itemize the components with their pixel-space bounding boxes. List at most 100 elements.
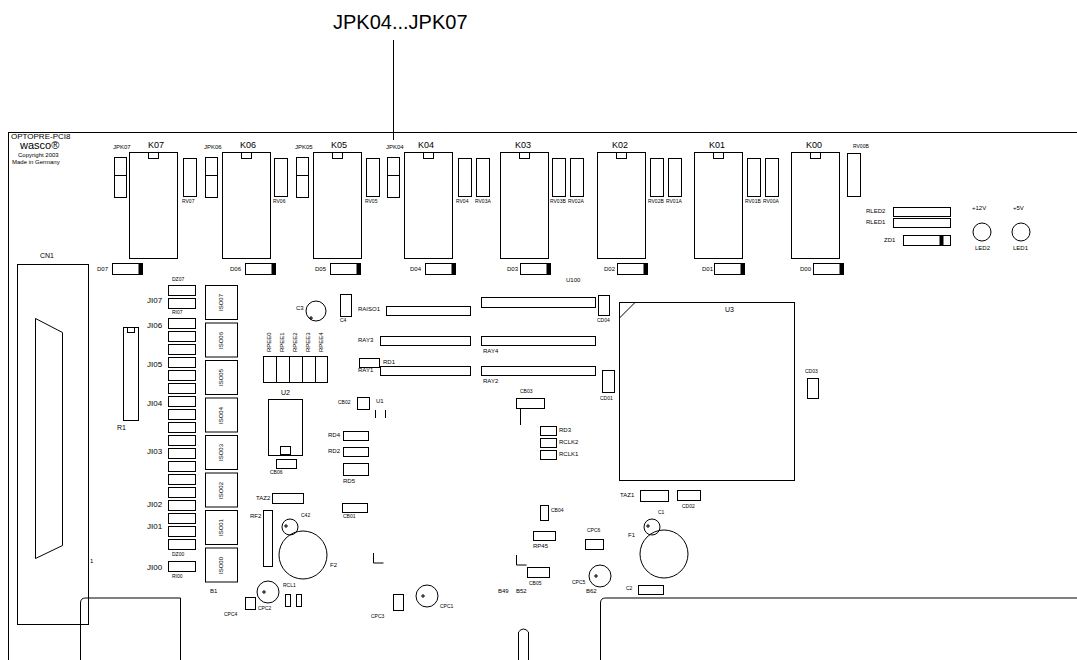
silkscreen-label: C3 bbox=[296, 305, 304, 311]
silkscreen-label: CPC3 bbox=[371, 614, 384, 619]
silkscreen-label: CB06 bbox=[270, 470, 283, 475]
silkscreen-label: CPC4 bbox=[224, 612, 237, 617]
silkscreen-label: C2 bbox=[626, 586, 632, 591]
silkscreen-label: K02 bbox=[612, 141, 628, 150]
silkscreen-label: Copyright 2003 bbox=[18, 152, 59, 158]
silkscreen-label: RF2 bbox=[250, 513, 261, 519]
silkscreen-label: RV05 bbox=[365, 199, 377, 204]
silkscreen-label: CPC5 bbox=[572, 580, 585, 585]
silkscreen-label: RD1 bbox=[383, 359, 395, 365]
silkscreen-label: U2 bbox=[281, 389, 290, 396]
silkscreen-label: CPC6 bbox=[587, 528, 600, 533]
silkscreen-label: RD4 bbox=[328, 432, 340, 438]
silkscreen-label: B62 bbox=[586, 588, 597, 594]
silkscreen-label: CB01 bbox=[343, 514, 356, 519]
silkscreen-label: TAZ1 bbox=[620, 492, 634, 498]
silkscreen-label: K03 bbox=[515, 141, 531, 150]
silkscreen-label: D04 bbox=[410, 266, 421, 272]
silkscreen-label: B49 bbox=[498, 588, 509, 594]
silkscreen-label: JPK05 bbox=[295, 144, 313, 150]
silkscreen-label: ISO00 bbox=[218, 557, 224, 574]
silkscreen-label: CPC1 bbox=[440, 604, 453, 609]
silkscreen-label: RV02A bbox=[568, 199, 584, 204]
silkscreen-label: ISO06 bbox=[218, 332, 224, 349]
silkscreen-label: B52 bbox=[516, 588, 527, 594]
silkscreen-label: +12V bbox=[972, 205, 986, 211]
silkscreen-label: RCL1 bbox=[283, 583, 296, 588]
silkscreen-label: RPEE3 bbox=[305, 332, 311, 352]
silkscreen-label: DZ07 bbox=[172, 277, 184, 282]
silkscreen-label: wasco® bbox=[20, 140, 59, 151]
silkscreen-label: RAY4 bbox=[483, 348, 498, 354]
silkscreen-label: LED1 bbox=[1013, 245, 1028, 251]
silkscreen-label: 1 bbox=[90, 558, 93, 564]
silkscreen-label: JI07 bbox=[147, 297, 162, 305]
silkscreen-label: CPC2 bbox=[258, 606, 271, 611]
silkscreen-label: RV00B bbox=[853, 144, 869, 149]
silkscreen-label: JI02 bbox=[147, 501, 162, 509]
silkscreen-label: JI04 bbox=[147, 400, 162, 408]
silkscreen-label: K00 bbox=[806, 141, 822, 150]
silkscreen-label: B1 bbox=[210, 588, 217, 594]
silkscreen-label: K01 bbox=[709, 141, 725, 150]
silkscreen-label: R1 bbox=[117, 424, 126, 431]
silkscreen-label: K07 bbox=[148, 141, 164, 150]
silkscreen-label: RPEE2 bbox=[292, 332, 298, 352]
silkscreen-label: RD3 bbox=[559, 427, 571, 433]
silkscreen-label: RLED2 bbox=[866, 208, 885, 214]
silkscreen-label: CD03 bbox=[805, 369, 818, 374]
silkscreen-label: ZD1 bbox=[884, 237, 895, 243]
silkscreen-label: RAISO1 bbox=[358, 306, 380, 312]
silkscreen-label: JI00 bbox=[147, 564, 162, 572]
silkscreen-label: ISO01 bbox=[218, 519, 224, 536]
silkscreen-label: RI07 bbox=[172, 310, 183, 315]
silkscreen-label: RV00A bbox=[763, 199, 779, 204]
silkscreen-label: RV01B bbox=[745, 199, 761, 204]
silkscreen-label: JI01 bbox=[147, 523, 162, 531]
silkscreen-label: RAY1 bbox=[358, 367, 373, 373]
silkscreen-label: F1 bbox=[628, 532, 635, 538]
silkscreen-label: RV02B bbox=[648, 199, 664, 204]
silkscreen-label: RD5 bbox=[343, 478, 355, 484]
silkscreen-label: U3 bbox=[725, 306, 734, 313]
silkscreen-label: JPK04 bbox=[386, 144, 404, 150]
silkscreen-label: RPEE4 bbox=[318, 332, 324, 352]
silkscreen-label: K04 bbox=[418, 141, 434, 150]
silkscreen-label: CD01 bbox=[600, 396, 613, 401]
silkscreen-label: CD02 bbox=[682, 504, 695, 509]
silkscreen-label: LED2 bbox=[975, 245, 990, 251]
silkscreen-label: ISO07 bbox=[218, 294, 224, 311]
silkscreen-label: ISO03 bbox=[218, 444, 224, 461]
silkscreen-label: D00 bbox=[800, 266, 811, 272]
silkscreen-label: K06 bbox=[240, 141, 256, 150]
callout-label: JPK04...JPK07 bbox=[333, 12, 468, 32]
silkscreen-label: RV04 bbox=[456, 199, 468, 204]
silkscreen-label: CB05 bbox=[529, 581, 542, 586]
silkscreen-label: K05 bbox=[331, 141, 347, 150]
silkscreen-label: TAZ2 bbox=[256, 495, 270, 501]
silkscreen-label: RV03A bbox=[475, 199, 491, 204]
silkscreen-label: RV07 bbox=[182, 199, 194, 204]
silkscreen-label: ISO05 bbox=[218, 369, 224, 386]
silkscreen-label: U100 bbox=[566, 277, 580, 283]
silkscreen-label: JI06 bbox=[147, 322, 162, 330]
silkscreen-label: Made in Germany bbox=[12, 159, 60, 165]
silkscreen-label: CB04 bbox=[551, 508, 564, 513]
silkscreen-label: JPK07 bbox=[113, 144, 131, 150]
silkscreen-label: D07 bbox=[97, 266, 108, 272]
silkscreen-label: JI03 bbox=[147, 448, 162, 456]
silkscreen-label: D03 bbox=[507, 266, 518, 272]
silkscreen-label: D06 bbox=[230, 266, 241, 272]
silkscreen-label: CD04 bbox=[597, 318, 610, 323]
silkscreen-label: RP45 bbox=[533, 543, 548, 549]
silkscreen-label: D01 bbox=[702, 266, 713, 272]
silkscreen-label: RV06 bbox=[273, 199, 285, 204]
silkscreen-label: U1 bbox=[376, 398, 384, 404]
silkscreen-label: C4 bbox=[340, 318, 346, 323]
silkscreen-label: JI05 bbox=[147, 361, 162, 369]
silkscreen-label: CN1 bbox=[40, 252, 54, 259]
silkscreen-label: D05 bbox=[315, 266, 326, 272]
silkscreen-label: RCLK2 bbox=[559, 439, 578, 445]
silkscreen-label: RV01A bbox=[666, 199, 682, 204]
